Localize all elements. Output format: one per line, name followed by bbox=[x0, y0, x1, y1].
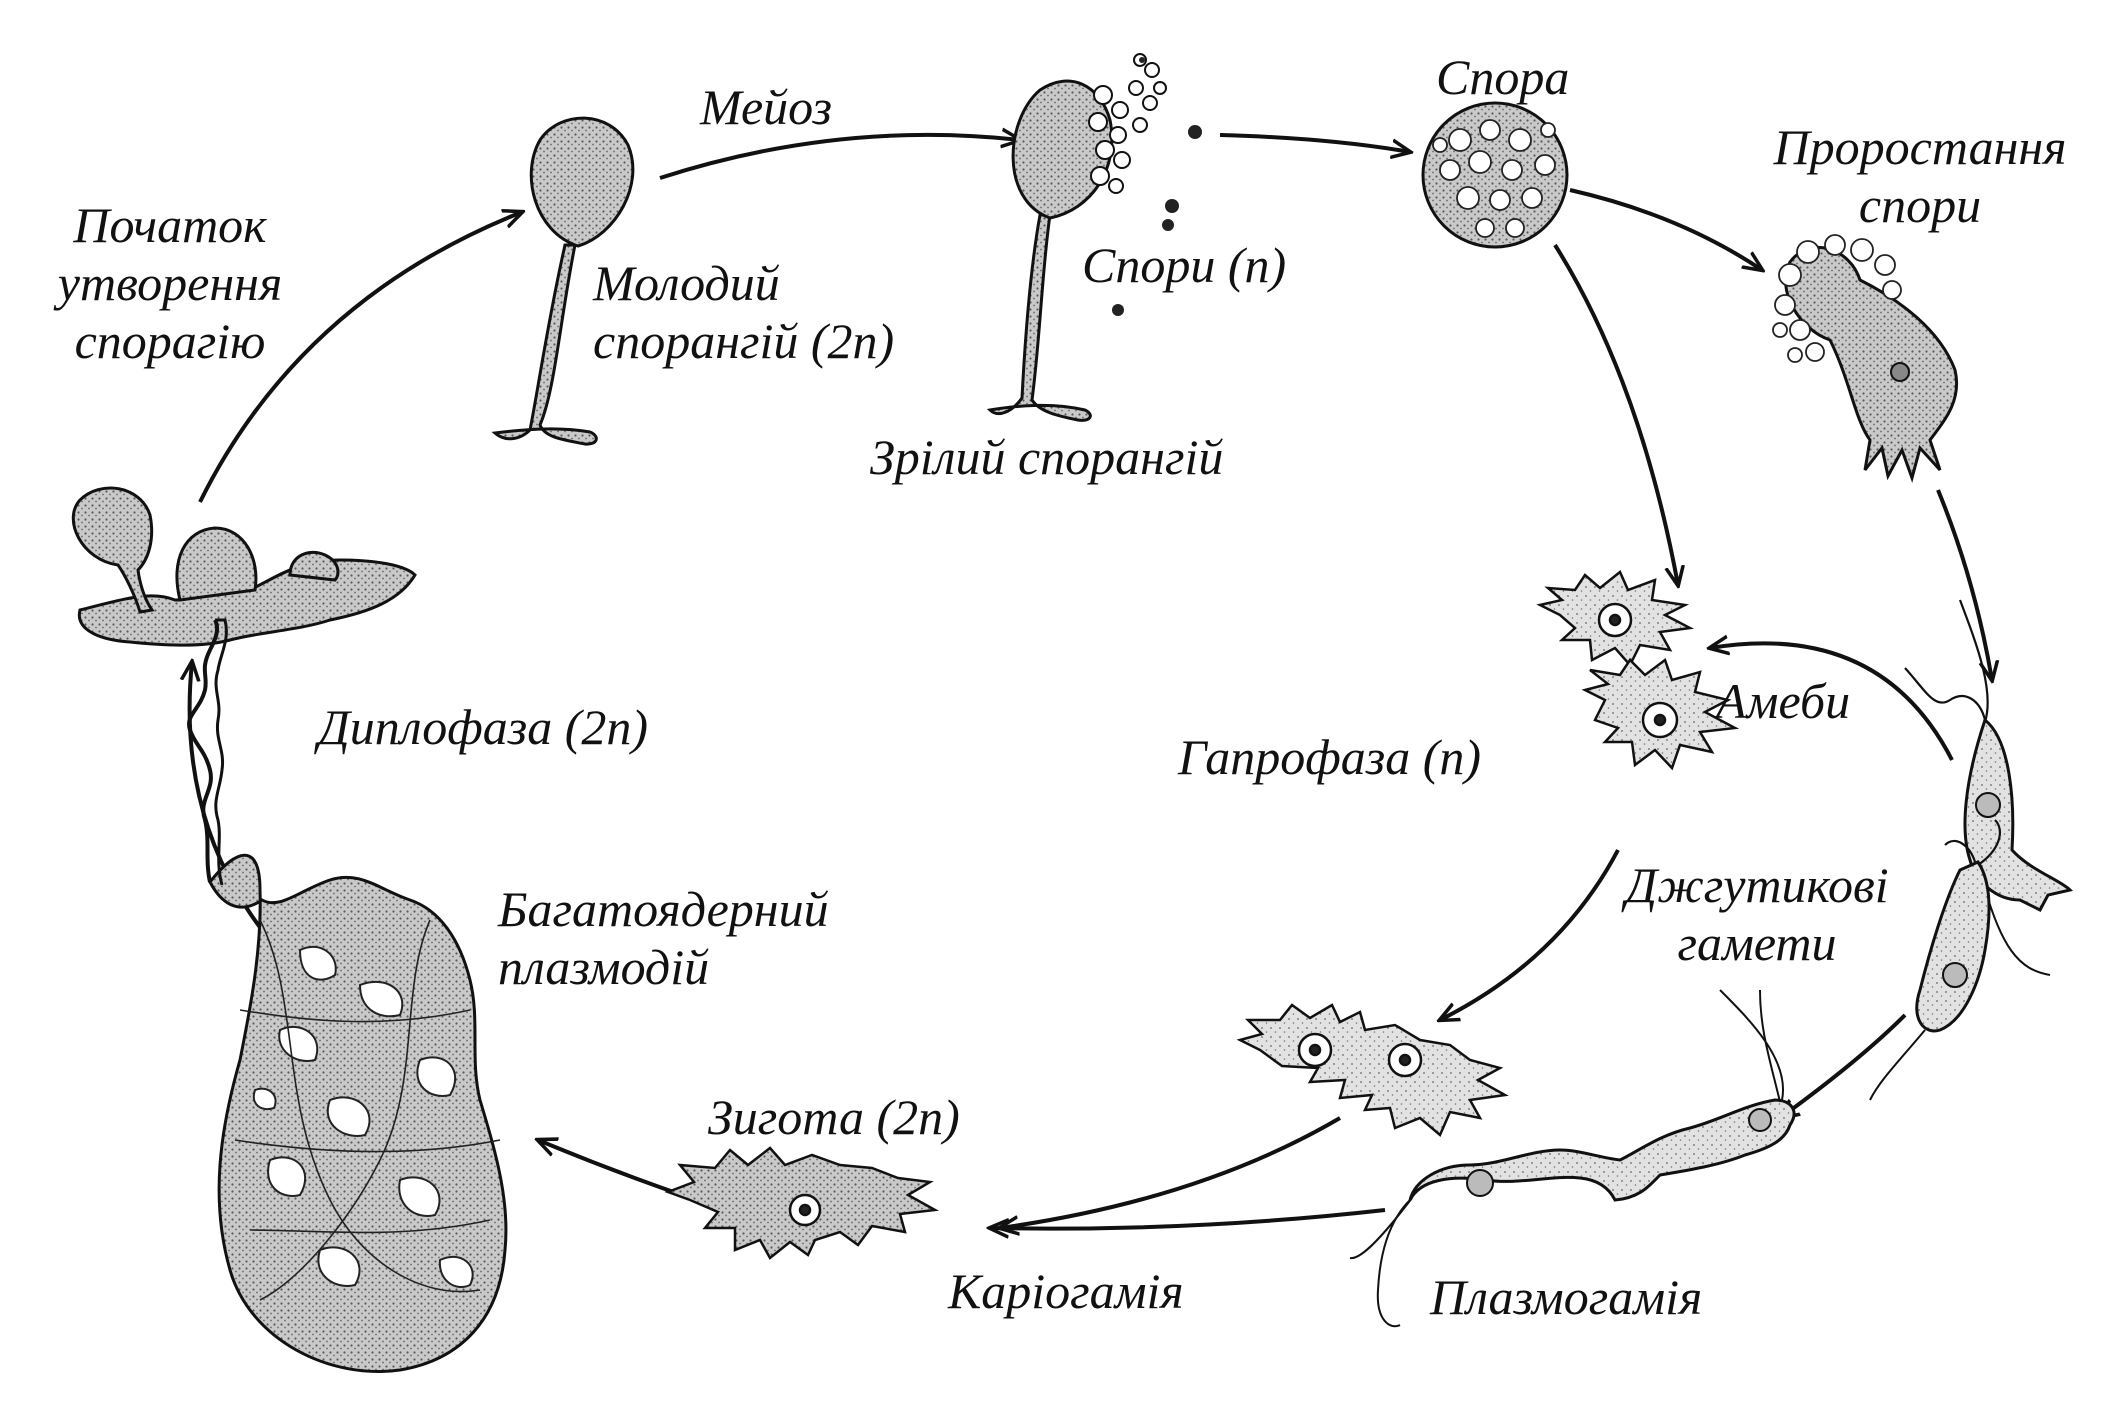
cycle-arrows bbox=[190, 135, 1992, 1229]
germinating-spore bbox=[1772, 234, 1959, 484]
label-meiosis: Мейоз bbox=[700, 79, 832, 135]
arrow-flagellate-to-amoeba bbox=[1710, 643, 1954, 761]
arrow-pair-to-zygote bbox=[1000, 1116, 1342, 1228]
arrow-spore-to-amoeba bbox=[1553, 243, 1678, 585]
plasmogamy-gametes bbox=[1349, 989, 1796, 1328]
sporangium-start bbox=[71, 486, 417, 647]
arrow-zygote-to-plasmodium bbox=[538, 1140, 683, 1197]
arrow-plasmogamy-to-zygote bbox=[990, 1208, 1386, 1229]
amoebae-pair bbox=[1536, 570, 1740, 771]
arrow-start-to-young-sporangium bbox=[198, 212, 522, 503]
arrow-amoeba-to-pair bbox=[1440, 849, 1620, 1020]
fusing-amoebae bbox=[1236, 1003, 1509, 1138]
arrow-flagellate-to-plasmogamy bbox=[1780, 1013, 1907, 1118]
zygote bbox=[664, 1146, 940, 1260]
arrow-meiosis bbox=[659, 135, 1020, 180]
arrow-germination-to-flagellate bbox=[1936, 489, 1992, 680]
label-haplophase: Гапрофаза (n) bbox=[1178, 729, 1482, 785]
label-amoebae: Амеби bbox=[1716, 673, 1851, 729]
arrow-spores-to-spore bbox=[1219, 133, 1410, 152]
arrow-spore-to-germination bbox=[1569, 188, 1762, 270]
young-sporangium bbox=[491, 116, 635, 446]
label-mature-sporangium: Зрілий спорангій bbox=[870, 429, 1224, 485]
label-zygote: Зигота (2n) bbox=[708, 1089, 960, 1145]
multinucleate-plasmodium bbox=[187, 618, 508, 1373]
label-spore: Спора bbox=[1436, 49, 1570, 105]
mature-sporangium bbox=[986, 53, 1202, 422]
label-karyogamy: Каріогамія bbox=[948, 1263, 1184, 1319]
flagellate-gametes bbox=[1869, 599, 2073, 1101]
label-spores-n: Спори (n) bbox=[1082, 237, 1287, 293]
label-diplophase: Диплофаза (2n) bbox=[318, 699, 649, 755]
label-plasmogamy: Плазмогамія bbox=[1430, 1269, 1703, 1325]
spore-cell bbox=[1421, 101, 1569, 249]
